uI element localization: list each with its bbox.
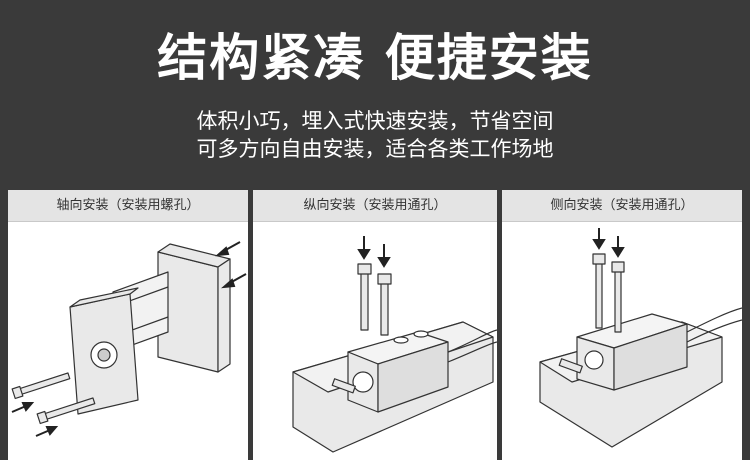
subtitle-line-1: 体积小巧，埋入式快速安装，节省空间 bbox=[196, 109, 554, 133]
panel-axial-mount-title: 轴向安装（安装用螺孔） bbox=[8, 190, 248, 222]
hero-title: 结构紧凑 便捷安装 bbox=[157, 29, 593, 87]
panel-axial-mount: 轴向安装（安装用螺孔） bbox=[8, 190, 248, 460]
panel-vertical-mount-illustration bbox=[253, 222, 497, 460]
side-mount-drawing bbox=[539, 228, 742, 448]
panel-side-mount-illustration bbox=[502, 222, 742, 460]
panel-side-mount-title: 侧向安装（安装用通孔） bbox=[502, 190, 742, 222]
panel-axial-mount-illustration bbox=[8, 222, 248, 460]
axial-mount-drawing bbox=[11, 241, 247, 437]
panel-vertical-mount-title: 纵向安装（安装用通孔） bbox=[253, 190, 497, 222]
subtitle-line-2: 可多方向自由安装，适合各类工作场地 bbox=[196, 137, 554, 161]
panel-vertical-mount: 纵向安装（安装用通孔） bbox=[253, 190, 497, 460]
vertical-mount-drawing bbox=[292, 236, 497, 453]
panel-side-mount: 侧向安装（安装用通孔） bbox=[502, 190, 742, 460]
